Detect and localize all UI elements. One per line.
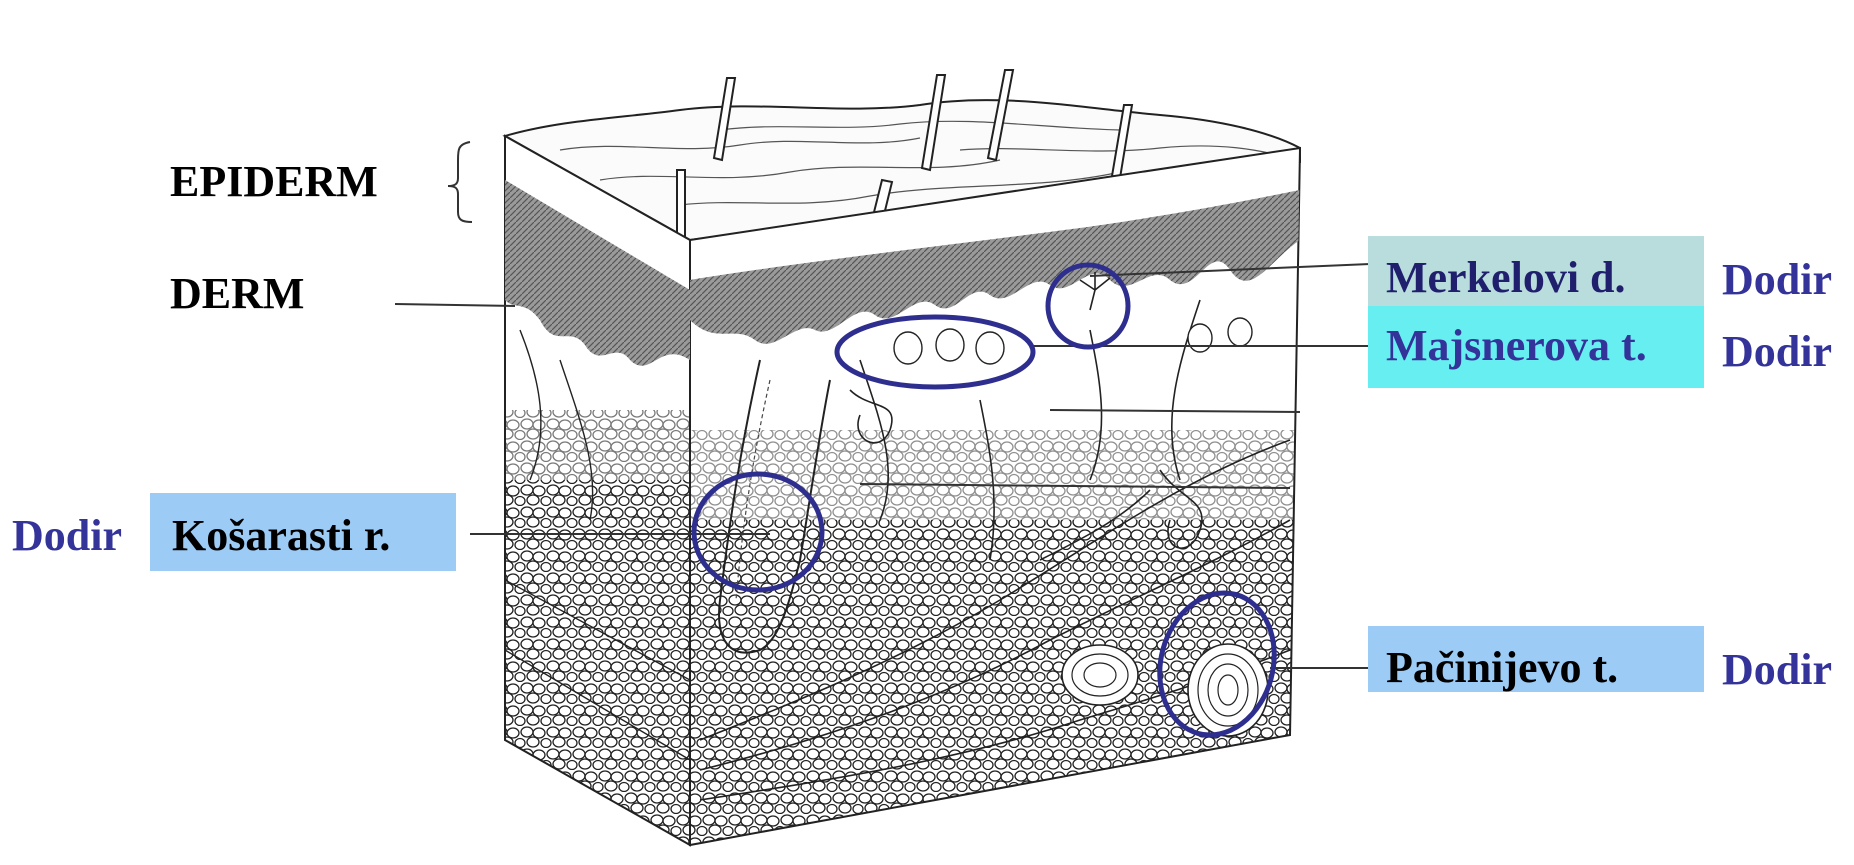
meissner-label: Majsnerova t. xyxy=(1386,324,1647,368)
basket-function: Dodir xyxy=(12,514,122,558)
skin-block xyxy=(505,70,1310,860)
dermis-label: DERM xyxy=(170,272,304,316)
merkel-function: Dodir xyxy=(1722,258,1832,302)
epidermis-brace xyxy=(448,142,472,222)
pacini-function: Dodir xyxy=(1722,648,1832,692)
meissner-function: Dodir xyxy=(1722,330,1832,374)
basket-label: Košarasti r. xyxy=(172,514,390,558)
epidermis-label: EPIDERM xyxy=(170,160,378,204)
pacini-label: Pačinijevo t. xyxy=(1386,646,1618,690)
merkel-label: Merkelovi d. xyxy=(1386,256,1626,300)
dermis-leader xyxy=(395,304,515,306)
